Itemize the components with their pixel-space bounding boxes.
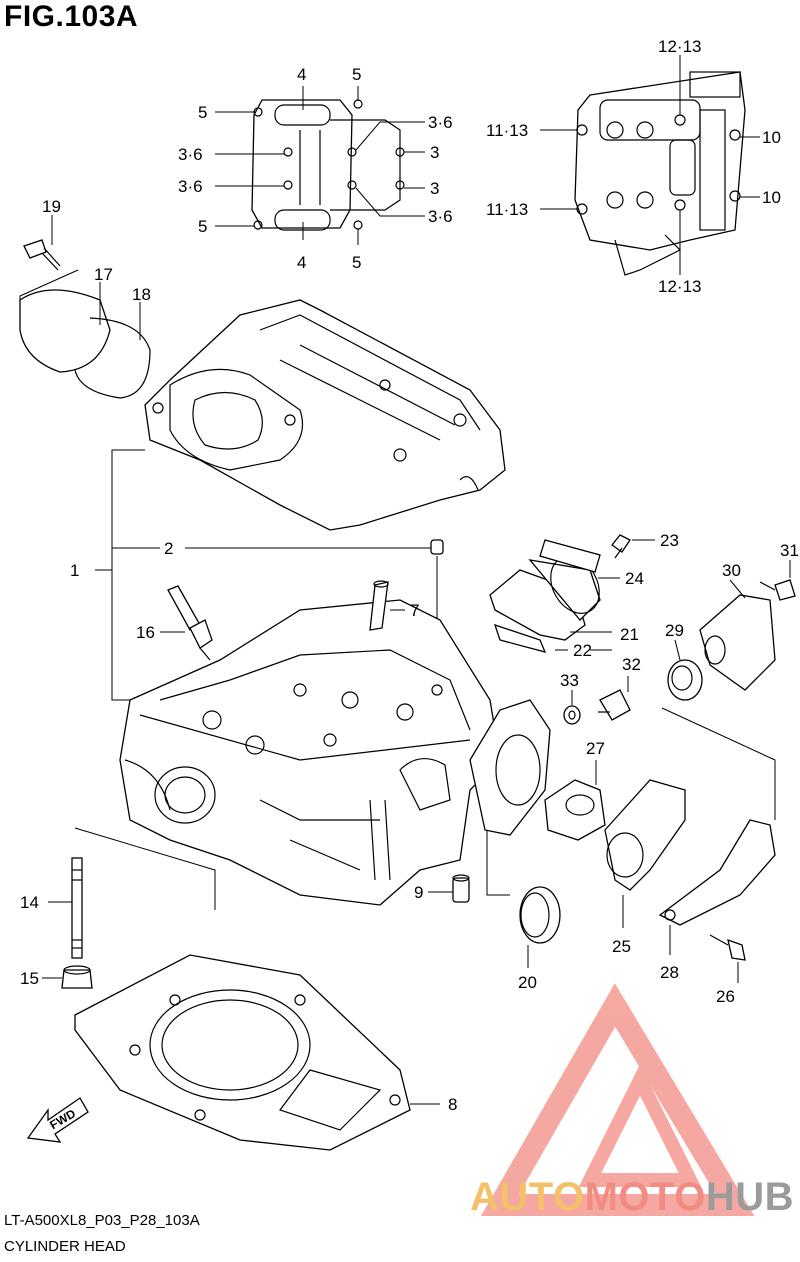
callout-12-13: 12·13: [658, 277, 701, 296]
callout-5: 5: [352, 253, 361, 272]
callout-23: 23: [660, 531, 679, 550]
callout-14: 14: [20, 893, 39, 912]
seal-29: [667, 639, 703, 701]
callout-11-13: 11·13: [486, 121, 528, 140]
callout-31: 31: [780, 541, 799, 560]
callout-3: 3: [430, 143, 439, 162]
watermark-hub: HUB: [705, 1175, 795, 1219]
callout-30: 30: [722, 561, 741, 580]
intake-bolt: [611, 534, 655, 559]
callout-4: 4: [297, 65, 306, 84]
callout-1: 1: [70, 561, 79, 580]
watermark-logo: [480, 983, 755, 1216]
pipe-fitting-30: [699, 579, 776, 691]
callout-8: 8: [448, 1095, 457, 1114]
head-bolt-pattern-view: [215, 86, 425, 245]
bolt-31: [759, 560, 796, 601]
diagram-code: LT-A500XL8_P03_P28_103A: [4, 1212, 200, 1229]
dowel-9: [428, 874, 470, 903]
thermostat: [544, 760, 606, 841]
cover-gasket: [658, 819, 776, 955]
callout-10: 10: [762, 188, 781, 207]
watermark-text: AUTOMOTOHUB: [470, 1175, 794, 1220]
flange-nut: [42, 965, 93, 989]
callout-22: 22: [573, 641, 592, 660]
gasket-washer: [563, 690, 581, 725]
thermostat-housing: [469, 699, 551, 896]
callout-32: 32: [622, 655, 641, 674]
callout-18: 18: [132, 285, 151, 304]
callout-10: 10: [762, 128, 781, 147]
callout-3-6: 3·6: [178, 177, 203, 196]
intake-pipe: [489, 539, 620, 653]
callout-3: 3: [430, 179, 439, 198]
callout-25: 25: [612, 937, 631, 956]
callout-2: 2: [164, 539, 173, 558]
cylinder-head-gasket: [74, 954, 440, 1151]
head-top-view: [540, 55, 760, 276]
callout-4: 4: [297, 253, 306, 272]
callout-labels: 4 5 5 3·6 3·6 3 3·6 3 5 3·6 4 5 12·13 11…: [20, 37, 799, 1114]
stud-bolt: [48, 857, 83, 959]
callout-20: 20: [518, 973, 537, 992]
callout-5: 5: [198, 217, 207, 236]
assembly-bracket-1: [95, 449, 435, 701]
callout-24: 24: [625, 569, 644, 588]
callout-11-13: 11·13: [486, 200, 528, 219]
callout-3-6: 3·6: [428, 113, 453, 132]
callout-5: 5: [198, 103, 207, 122]
callout-21: 21: [620, 625, 639, 644]
callout-3-6: 3·6: [428, 207, 453, 226]
diagram-caption: CYLINDER HEAD: [4, 1238, 126, 1255]
spark-plug: [160, 585, 213, 661]
cylinder-head: [119, 599, 501, 906]
cap-plug: [519, 886, 561, 968]
watermark-moto: MOTO: [584, 1175, 706, 1219]
callout-5: 5: [352, 65, 361, 84]
figure-title: FIG.103A: [4, 0, 139, 33]
temperature-sensor: [598, 676, 631, 721]
fwd-direction-arrow: FWD: [26, 1097, 89, 1143]
callout-19: 19: [42, 197, 61, 216]
callout-16: 16: [136, 623, 155, 642]
callout-12-13: 12·13: [658, 37, 701, 56]
callout-17: 17: [94, 265, 113, 284]
callout-9: 9: [414, 883, 423, 902]
callout-7: 7: [410, 601, 419, 620]
callout-27: 27: [586, 739, 605, 758]
thermostat-cover: [604, 779, 686, 928]
cap-bolt-group: [19, 215, 151, 399]
callout-15: 15: [20, 969, 39, 988]
watermark-auto: AUTO: [470, 1175, 585, 1219]
cylinder-head-cover: [144, 299, 506, 531]
callout-28: 28: [660, 963, 679, 982]
callout-33: 33: [560, 671, 579, 690]
callout-29: 29: [665, 621, 684, 640]
cover-bolt: [709, 934, 746, 983]
callout-3-6: 3·6: [178, 145, 203, 164]
callout-26: 26: [716, 987, 735, 1006]
valve-guide: [369, 580, 405, 631]
